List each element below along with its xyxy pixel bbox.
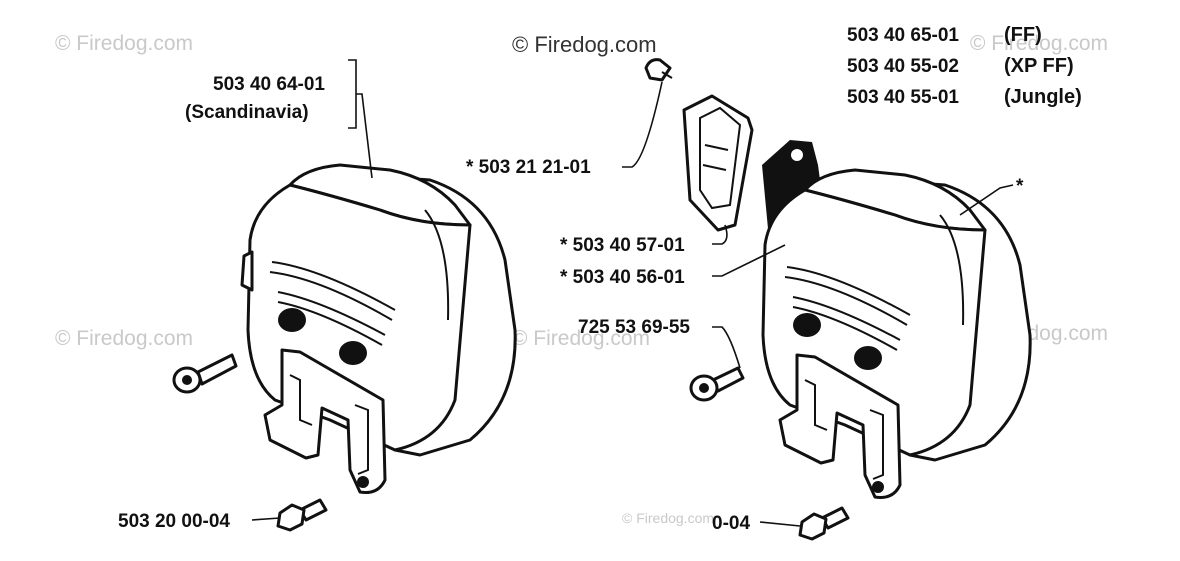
right-screw-number-partial: 0-04 [712, 513, 750, 534]
left-bolt [172, 353, 238, 394]
watermark-mid-center: © Firedog.com [512, 327, 650, 350]
variant-label-xp-ff: (XP FF) [1004, 55, 1074, 77]
spark-screen-screw-number: * 503 21 21-01 [466, 157, 591, 178]
variant-number-xp-ff: 503 40 55-02 [847, 56, 959, 77]
spark-screen-number: * 503 40 57-01 [560, 235, 685, 256]
watermark-top-left: © Firedog.com [55, 32, 193, 55]
left-muffler-variant: (Scandinavia) [185, 102, 309, 123]
variant-number-ff: 503 40 65-01 [847, 25, 959, 46]
watermark-top-right: © Firedog.com [970, 32, 1108, 55]
heat-shield-number: * 503 40 56-01 [560, 267, 685, 288]
watermark-mid-left: © Firedog.com [55, 327, 193, 350]
watermark-bottom-center: © Firedog.com [622, 510, 714, 526]
right-muffler [761, 168, 1032, 499]
right-muffler-star: * [1016, 176, 1024, 197]
bottom-right-screw [798, 506, 850, 541]
variant-number-jungle: 503 40 55-01 [847, 87, 959, 108]
watermark-top-center: © Firedog.com [512, 32, 657, 57]
right-bolt-number: 725 53 69-55 [578, 317, 690, 338]
variant-label-jungle: (Jungle) [1004, 86, 1082, 108]
left-muffler [240, 163, 517, 494]
spark-screen-screw [644, 58, 673, 82]
left-screw-number: 503 20 00-04 [118, 511, 230, 532]
bottom-left-screw [276, 498, 328, 532]
leader-lines [251, 59, 1014, 527]
left-muffler-part-number: 503 40 64-01 [213, 74, 325, 95]
right-bolt [689, 366, 745, 402]
spark-screen [682, 94, 754, 232]
variant-label-ff: (FF) [1004, 24, 1042, 46]
